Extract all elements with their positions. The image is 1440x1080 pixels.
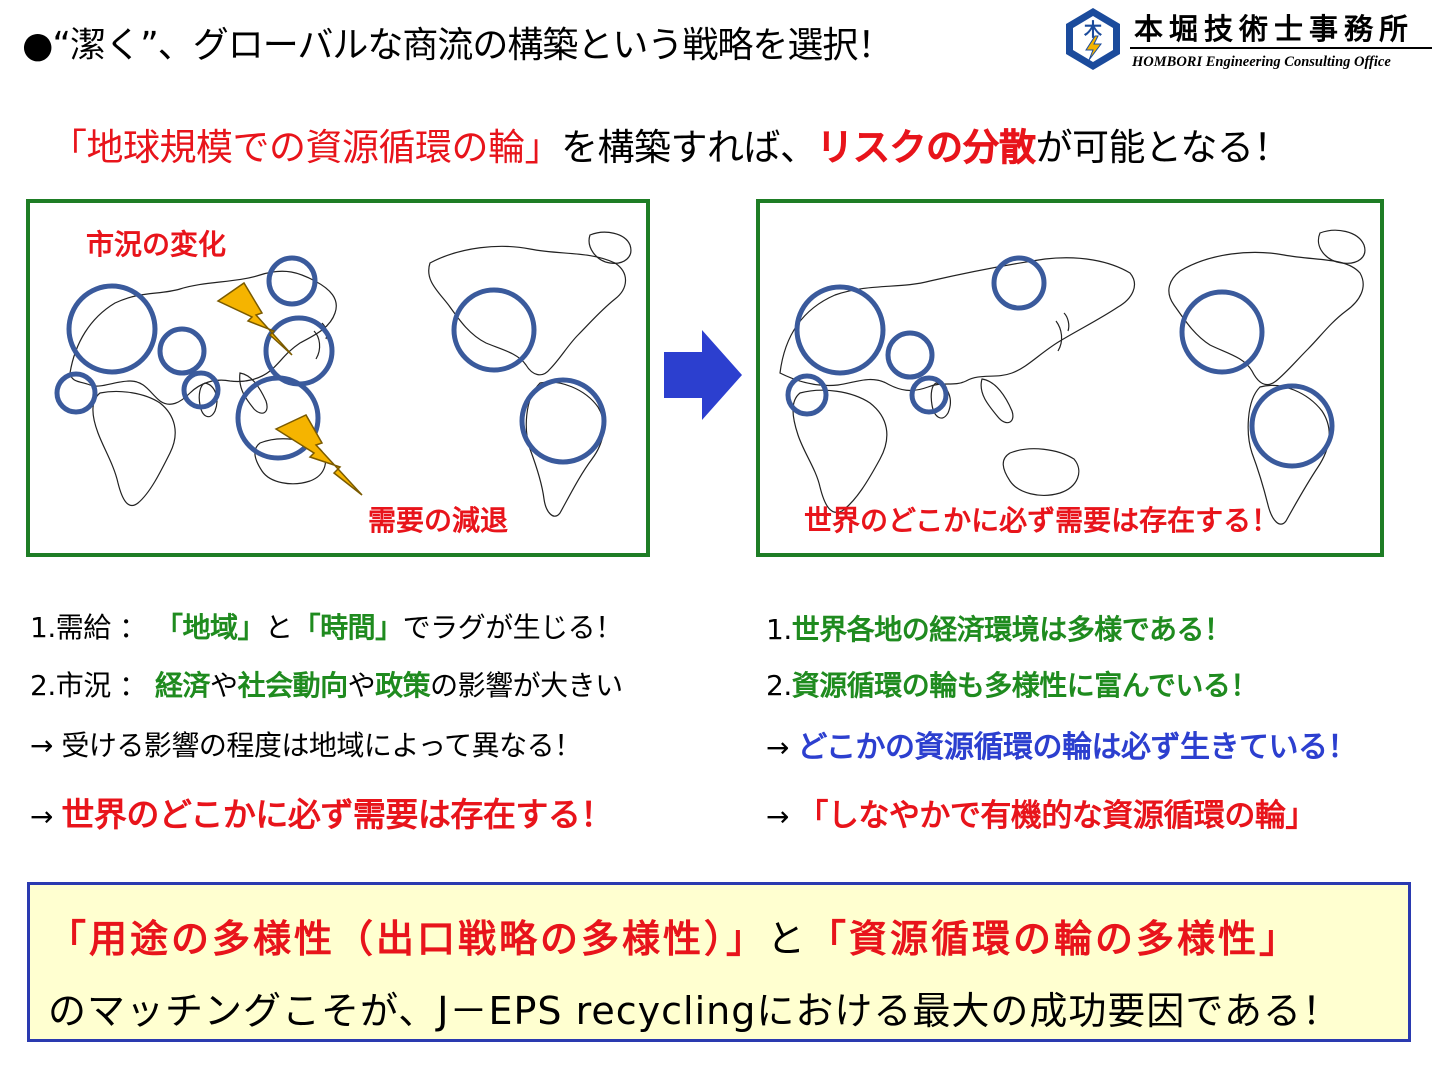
demand-exists-label: 世界のどこかに必ず需要は存在する！ (804, 504, 1280, 537)
diversity-of-loop: 「資源循環の輪の多様性」 (808, 917, 1301, 961)
right-arrow-icon (664, 330, 742, 420)
conjunction: と (767, 917, 809, 961)
item-term: 市況 ： (55, 669, 147, 702)
arrow-text: 「しなやかで有機的な資源循環の輪」 (797, 798, 1316, 834)
market-change-label: 市況の変化 (86, 228, 227, 261)
policy-text: 政策 (375, 669, 431, 702)
right-list-item-2: 2.資源循環の輪も多様性に富んでいる！ (766, 664, 1258, 704)
item-number: 2. (30, 669, 56, 702)
conjunction: や (210, 669, 238, 702)
svg-text:木: 木 (1083, 19, 1103, 41)
arrow-text: 世界のどこかに必ず需要は存在する！ (61, 795, 613, 834)
influence-text: の影響が大きい (430, 669, 623, 702)
economy-text: 経済 (155, 669, 211, 702)
logo-mark-icon: 木 (1066, 8, 1120, 70)
arrow-icon: → (30, 800, 53, 833)
diversity-of-use: 「用途の多様性（出口戦略の多様性）」 (48, 917, 768, 961)
demand-decline-label: 需要の減退 (368, 504, 509, 537)
logo-english-name: HOMBORI Engineering Consulting Office (1132, 54, 1391, 70)
right-world-map (779, 229, 1366, 525)
headline-loop: 「地球規模での資源循環の輪」 (50, 126, 562, 169)
logo-name: 本堀技術士事務所 (1134, 12, 1415, 46)
page-title: ●“潔く”、グローバルな商流の構築という戦略を選択！ (22, 25, 893, 66)
item-text: 資源循環の輪も多様性に富んでいる！ (791, 669, 1259, 702)
right-list-item-1: 1.世界各地の経済環境は多様である！ (766, 608, 1232, 648)
headline-text-2: が可能となる！ (1035, 126, 1291, 169)
summary-line-1: 「用途の多様性（出口戦略の多様性）」と「資源循環の輪の多様性」 (48, 908, 1300, 963)
arrow-text: 受ける影響の程度は地域によって異なる！ (61, 729, 582, 762)
company-logo: 木 (1062, 6, 1438, 80)
item-number: 2. (766, 669, 792, 702)
summary-line-2: のマッチングこそが、J－EPS recyclingにおける最大の成功要因である！ (48, 989, 1341, 1033)
left-arrow-item-1: → 受ける影響の程度は地域によって異なる！ (30, 724, 582, 764)
arrow-icon: → (766, 800, 789, 833)
left-arrow-item-2: → 世界のどこかに必ず需要は存在する！ (30, 788, 613, 836)
arrow-icon: → (766, 731, 789, 764)
left-world-map (54, 231, 632, 517)
left-map-panel: 市況の変化 需要の減退 (26, 199, 650, 557)
item-number: 1. (766, 613, 792, 646)
lightning-icon (216, 281, 293, 356)
social-trend-text: 社会動向 (237, 669, 349, 702)
conjunction: と (265, 611, 293, 644)
item-term: 需給 ： (55, 611, 147, 644)
arrow-icon: → (30, 729, 53, 762)
left-list-item-2: 2.市況 ： 経済や社会動向や政策の影響が大きい (30, 664, 623, 704)
left-list-item-1: 1.需給 ： 「地域」と「時間」でラグが生じる！ (30, 606, 623, 646)
headline-text-1: を構築すれば、 (561, 126, 817, 169)
region-text: 「地域」 (155, 611, 266, 644)
logo-divider (1130, 47, 1432, 49)
right-map-panel: 世界のどこかに必ず需要は存在する！ (756, 199, 1384, 557)
right-arrow-item-1: → どこかの資源循環の輪は必ず生きている！ (766, 722, 1357, 766)
lag-text: でラグが生じる！ (402, 611, 624, 644)
item-text: 世界各地の経済環境は多様である！ (791, 613, 1232, 646)
headline: 「地球規模での資源循環の輪」を構築すれば、リスクの分散が可能となる！ (50, 117, 1290, 171)
time-text: 「時間」 (292, 611, 404, 644)
conjunction: や (347, 669, 376, 702)
headline-risk: リスクの分散 (816, 126, 1036, 170)
right-arrow-item-2: → 「しなやかで有機的な資源循環の輪」 (766, 790, 1316, 835)
arrow-text: どこかの資源循環の輪は必ず生きている！ (797, 730, 1357, 765)
lightning-icon (274, 414, 363, 496)
summary-box (27, 882, 1411, 1042)
item-number: 1. (30, 611, 56, 644)
